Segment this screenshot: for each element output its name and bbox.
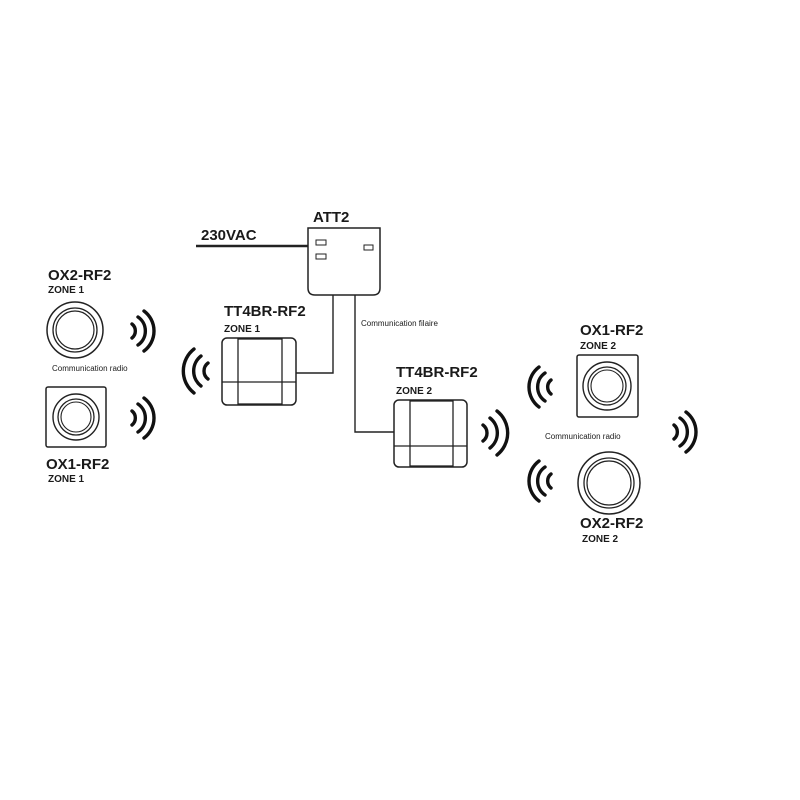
controller-label: ATT2 bbox=[313, 209, 349, 226]
thermostat-zone1-zone: ZONE 1 bbox=[224, 324, 261, 335]
thermostat-zone2-model: TT4BR-RF2 bbox=[396, 364, 478, 381]
left-square-sensor-zone: ZONE 1 bbox=[48, 474, 85, 485]
left-round-sensor-model: OX2-RF2 bbox=[48, 267, 111, 284]
radio-waves-icon bbox=[527, 365, 553, 409]
radio-waves-icon bbox=[130, 396, 156, 440]
round-sensor-left bbox=[46, 301, 104, 359]
att2-controller bbox=[307, 227, 381, 296]
power-label: 230VAC bbox=[201, 227, 257, 244]
right-square-sensor-model: OX1-RF2 bbox=[580, 322, 643, 339]
thermostat-zone1 bbox=[221, 337, 297, 406]
square-sensor-left bbox=[45, 386, 107, 448]
left-radio-label: Communication radio bbox=[52, 364, 128, 373]
thermostat-zone2-zone: ZONE 2 bbox=[396, 386, 433, 397]
right-round-sensor-zone: ZONE 2 bbox=[582, 534, 619, 545]
radio-waves-icon bbox=[527, 459, 553, 503]
right-radio-label: Communication radio bbox=[545, 432, 621, 441]
radio-waves-icon bbox=[181, 347, 210, 395]
thermostat-zone1-model: TT4BR-RF2 bbox=[224, 303, 306, 320]
wire-to-zone1 bbox=[296, 295, 334, 374]
thermostat-zone2 bbox=[393, 399, 468, 468]
right-square-sensor-zone: ZONE 2 bbox=[580, 341, 617, 352]
right-round-sensor-model: OX2-RF2 bbox=[580, 515, 643, 532]
radio-waves-icon bbox=[481, 409, 510, 457]
round-sensor-right bbox=[577, 451, 641, 515]
square-sensor-right bbox=[576, 354, 639, 418]
left-square-sensor-model: OX1-RF2 bbox=[46, 456, 109, 473]
left-round-sensor-zone: ZONE 1 bbox=[48, 285, 85, 296]
radio-waves-icon bbox=[672, 410, 698, 454]
wired-link-label: Communication filaire bbox=[361, 319, 438, 328]
wire-to-zone2 bbox=[354, 295, 394, 433]
radio-waves-icon bbox=[130, 309, 156, 353]
